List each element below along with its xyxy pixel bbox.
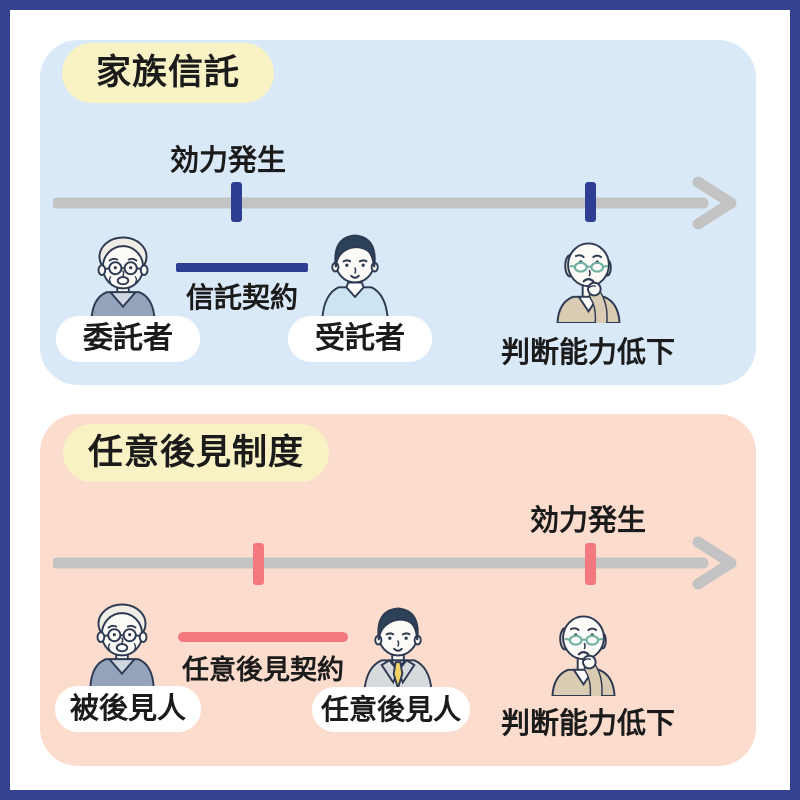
guardianship-contract-tick bbox=[253, 543, 264, 585]
guardianship-title: 任意後見制度 bbox=[88, 433, 305, 472]
family-trust-title-badge: 家族信託 bbox=[62, 43, 275, 103]
trustee-young-man-icon bbox=[307, 222, 403, 318]
family-trust-decline-tick bbox=[585, 182, 596, 222]
guardianship-effect-tick bbox=[585, 543, 596, 585]
guardian-suited-man-icon bbox=[350, 595, 446, 691]
guardianship-effect-label: 効力発生 bbox=[529, 505, 646, 537]
guardianship-contract-bar bbox=[178, 632, 348, 642]
guardian-pill: 任意後見人 bbox=[312, 687, 471, 732]
ward-label: 被後見人 bbox=[70, 693, 187, 725]
trustor-label: 委託者 bbox=[83, 322, 173, 355]
family-trust-decline-label: 判断能力低下 bbox=[500, 337, 675, 369]
guardianship-title-badge: 任意後見制度 bbox=[63, 424, 330, 482]
guardianship-decline-label: 判断能力低下 bbox=[500, 708, 675, 740]
family-trust-title: 家族信託 bbox=[96, 53, 241, 92]
trustee-label: 受託者 bbox=[315, 322, 405, 355]
trustee-pill: 受託者 bbox=[288, 316, 432, 362]
guardianship-contract-label: 任意後見契約 bbox=[182, 655, 344, 685]
trust-contract-bar bbox=[176, 263, 308, 272]
trust-contract-label: 信託契約 bbox=[185, 282, 298, 313]
family-trust-worried-elderly-man-icon bbox=[540, 226, 637, 323]
guardianship-timeline-arrow-icon bbox=[53, 532, 743, 594]
ward-pill: 被後見人 bbox=[55, 686, 202, 732]
trustor-elderly-man-icon bbox=[75, 225, 171, 321]
ward-elderly-man-icon bbox=[74, 592, 170, 688]
family-trust-effect-label: 効力発生 bbox=[169, 145, 286, 177]
guardian-label: 任意後見人 bbox=[321, 694, 462, 725]
family-trust-effect-tick bbox=[231, 182, 242, 222]
trustor-pill: 委託者 bbox=[56, 316, 200, 362]
guardianship-worried-elderly-man-icon bbox=[535, 599, 632, 696]
